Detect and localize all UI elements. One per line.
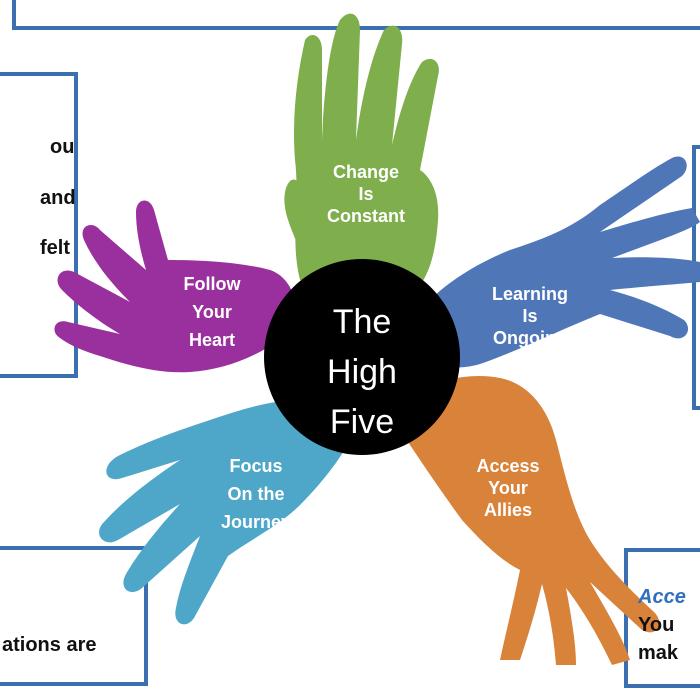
hand-label-change-2: Is bbox=[358, 184, 373, 204]
hand-label-journey-2: On the bbox=[228, 484, 285, 504]
hand-label-learning-3: Ongoing bbox=[493, 328, 567, 348]
hand-label-learning-2: Is bbox=[522, 306, 537, 326]
bottom-right-fragment-italic: Acce bbox=[638, 586, 686, 608]
left-text-box bbox=[0, 72, 78, 378]
center-label-five: Five bbox=[330, 403, 394, 441]
hand-label-learning-1: Learning bbox=[492, 284, 568, 304]
left-box-fragment-1: ou bbox=[50, 136, 75, 158]
hand-label-allies-2: Your bbox=[488, 478, 528, 498]
hand-label-change-3: Constant bbox=[327, 206, 405, 226]
left-box-fragment-2: and bbox=[40, 187, 76, 209]
left-box-fragment-3: felt bbox=[40, 237, 70, 259]
hand-change-is-constant bbox=[284, 13, 439, 286]
hand-label-allies-3: Allies bbox=[484, 500, 532, 520]
bottom-left-fragment: ations are bbox=[2, 634, 97, 656]
hand-label-journey-1: Focus bbox=[229, 456, 282, 476]
hand-access-your-allies bbox=[400, 376, 660, 665]
hand-label-heart-1: Follow bbox=[184, 274, 242, 294]
center-label-the: The bbox=[333, 303, 392, 341]
center-label-high: High bbox=[327, 353, 397, 391]
hand-label-journey-3: Journey bbox=[221, 512, 291, 532]
hand-label-change-1: Change bbox=[333, 162, 399, 182]
high-five-diagram: Change Is Constant Learning Is Ongoing A… bbox=[54, 13, 700, 665]
hand-follow-your-heart bbox=[54, 200, 296, 373]
center-circle bbox=[264, 259, 460, 455]
hand-label-heart-2: Your bbox=[192, 302, 232, 322]
hand-learning-is-ongoing bbox=[430, 156, 700, 368]
hand-focus-on-the-journey bbox=[99, 400, 351, 625]
hand-label-allies-1: Access bbox=[476, 456, 539, 476]
bottom-right-fragment-cut: mak bbox=[638, 642, 679, 664]
bottom-right-fragment-bold: You bbox=[638, 614, 675, 636]
hand-label-heart-3: Heart bbox=[189, 330, 235, 350]
